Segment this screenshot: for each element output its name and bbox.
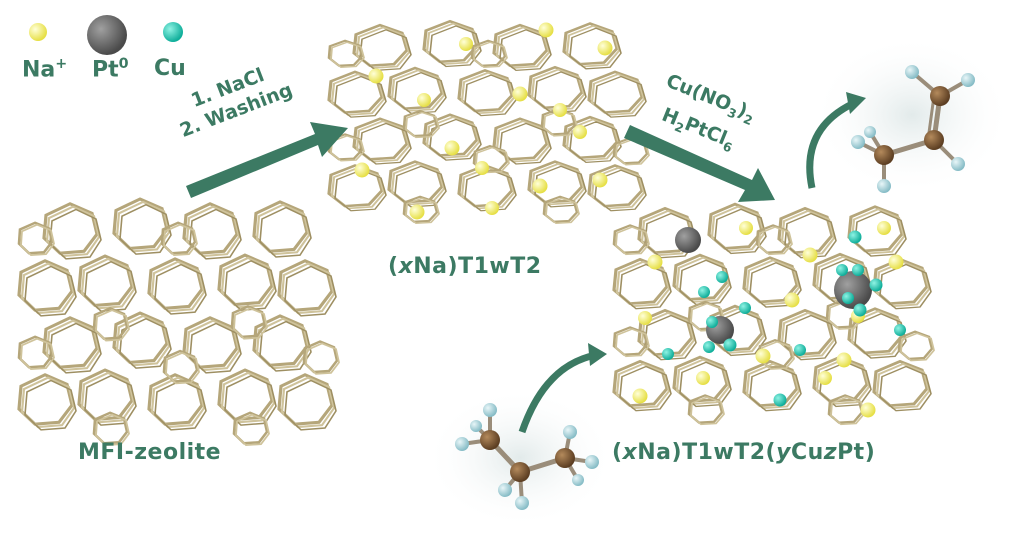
cu-atoms-final bbox=[662, 230, 906, 407]
legend-na-sphere bbox=[29, 23, 47, 41]
step2-arrow bbox=[624, 125, 775, 202]
na-zeolite-label: (xNa)T1wT2 bbox=[388, 254, 542, 279]
legend-cu-label: Cu bbox=[154, 56, 186, 81]
propane-molecule bbox=[455, 403, 599, 510]
step1-arrow bbox=[186, 122, 348, 198]
propylene-molecule bbox=[851, 65, 975, 193]
propylene-release-arrow bbox=[806, 100, 854, 189]
final-zeolite-framework bbox=[614, 204, 934, 424]
mfi-zeolite-label: MFI-zeolite bbox=[78, 440, 222, 465]
legend-pt-sphere bbox=[87, 15, 127, 55]
na-ions-middle bbox=[354, 22, 613, 220]
legend-cu-sphere bbox=[163, 22, 183, 42]
propane-uptake-arrow bbox=[518, 351, 597, 434]
final-catalyst-label: (xNa)T1wT2(yCuzPt) bbox=[612, 440, 876, 465]
legend-na-label: Na+ bbox=[22, 56, 68, 83]
legend-pt-label: Pt0 bbox=[92, 56, 129, 83]
mfi-zeolite-framework bbox=[19, 199, 339, 445]
